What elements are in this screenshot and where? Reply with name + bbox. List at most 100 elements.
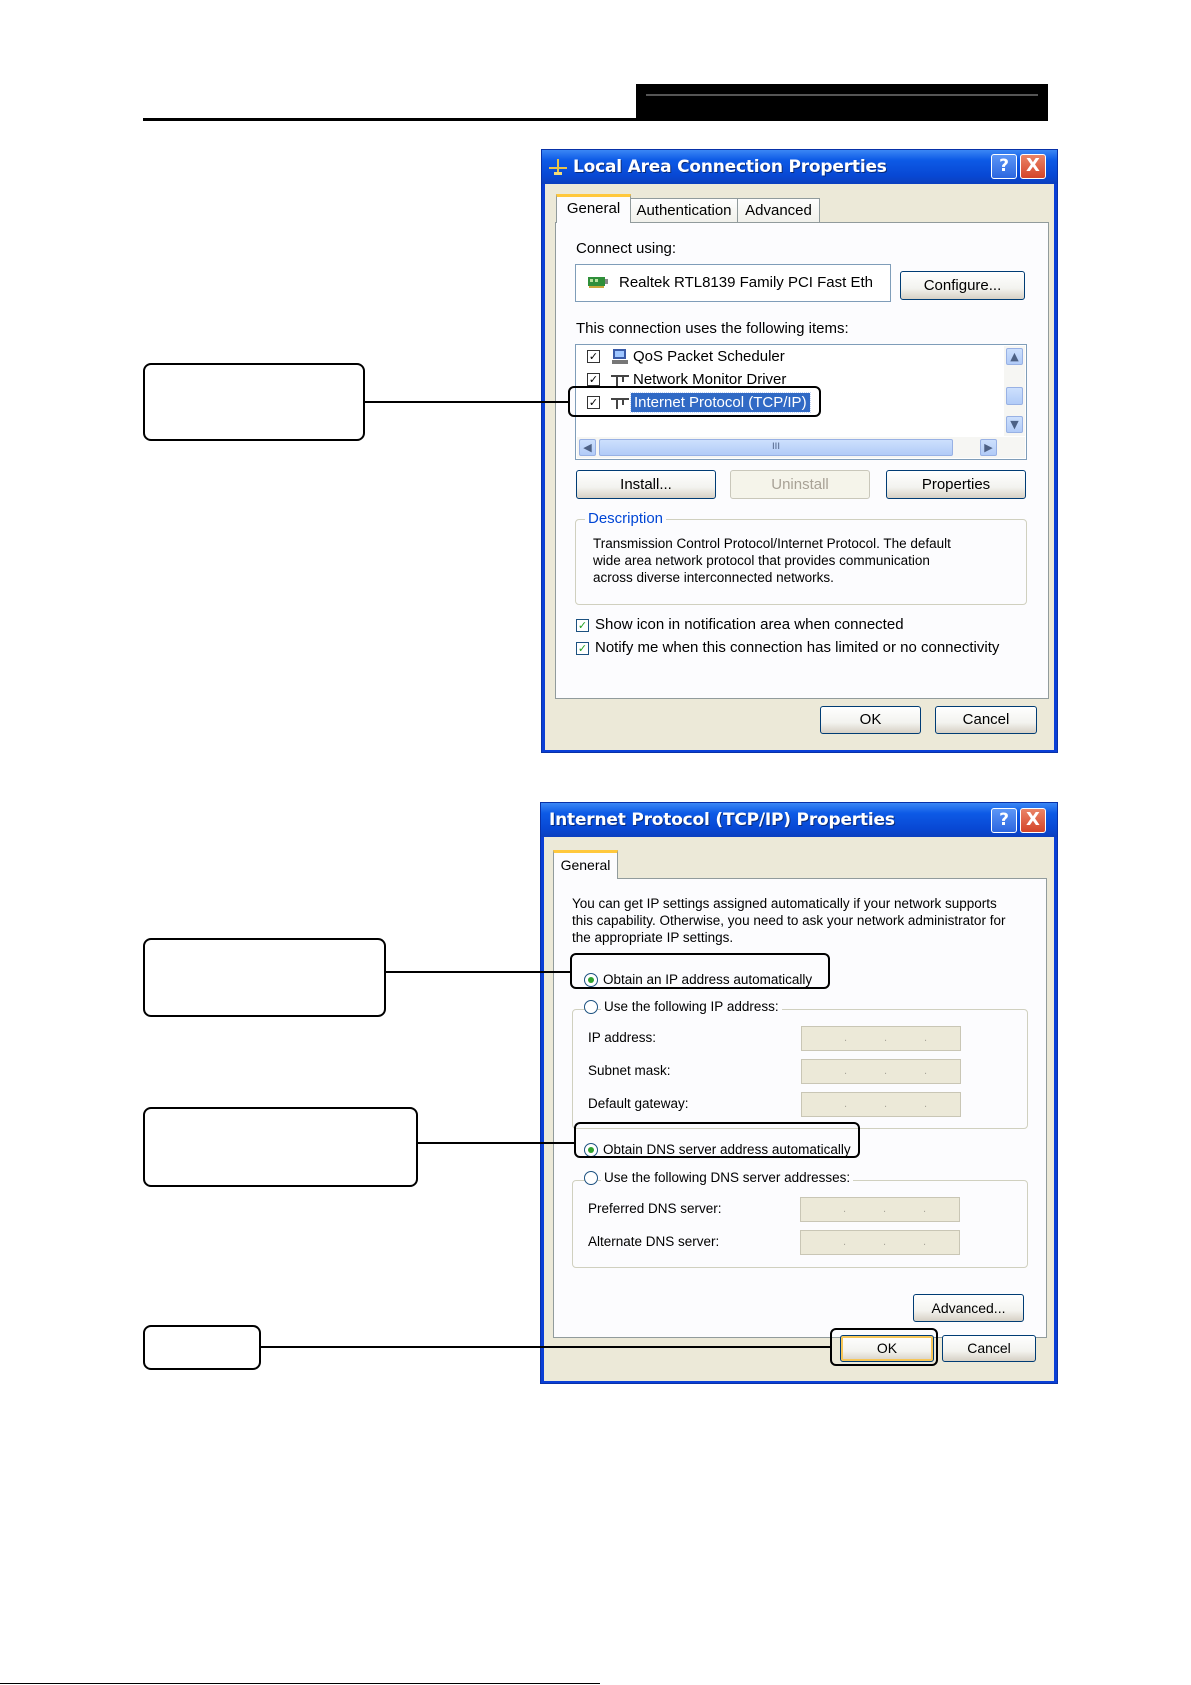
highlight-obtain-ip — [570, 953, 830, 989]
highlight-obtain-dns — [574, 1122, 860, 1158]
description-group — [575, 519, 1027, 605]
hscroll-thumb[interactable]: III — [599, 439, 953, 456]
list-item-netmon[interactable]: Network Monitor Driver — [633, 371, 787, 388]
show-icon-checkbox[interactable]: ✓ — [576, 619, 589, 632]
use-ip-radio[interactable] — [584, 1000, 598, 1014]
close-button[interactable]: X — [1020, 808, 1046, 833]
intro-line-1: You can get IP settings assigned automat… — [572, 896, 997, 911]
cancel-button-label: Cancel — [962, 711, 1010, 728]
ip-address-field: ... — [801, 1026, 961, 1051]
obtain-ip-label[interactable]: Obtain an IP address automatically — [603, 972, 813, 987]
subnet-mask-field: ... — [801, 1059, 961, 1084]
scroll-grip: III — [772, 442, 780, 452]
scroll-up-icon[interactable]: ▲ — [1006, 348, 1023, 365]
ok-button-label: OK — [859, 711, 882, 728]
callout-leader — [365, 401, 570, 403]
notify-checkbox[interactable]: ✓ — [576, 642, 589, 655]
list-item-qos[interactable]: QoS Packet Scheduler — [633, 348, 785, 365]
obtain-ip-radio[interactable] — [584, 973, 598, 987]
item-checkbox-qos[interactable]: ✓ — [587, 350, 600, 363]
list-item-tcpip[interactable]: Internet Protocol (TCP/IP) — [630, 392, 811, 413]
tab-authentication[interactable]: Authentication — [630, 198, 738, 223]
item-checkbox-netmon[interactable]: ✓ — [587, 373, 600, 386]
horizontal-scrollbar[interactable]: ◀ III ▶ — [577, 437, 1025, 458]
scroll-down-icon[interactable]: ▼ — [1006, 416, 1023, 433]
connect-using-label: Connect using: — [576, 240, 677, 257]
callout-box — [143, 938, 386, 1017]
close-button[interactable]: X — [1020, 154, 1046, 179]
ok-button-label: OK — [876, 1340, 898, 1356]
install-button[interactable]: Install... — [576, 470, 716, 499]
obtain-dns-label[interactable]: Obtain DNS server address automatically — [603, 1142, 851, 1157]
configure-button-label: Configure... — [923, 277, 1002, 294]
preferred-dns-field: ... — [800, 1197, 960, 1222]
notify-label[interactable]: Notify me when this connection has limit… — [595, 639, 1000, 656]
uninstall-button[interactable]: Uninstall — [730, 470, 870, 499]
ip-dot: . — [843, 1236, 847, 1248]
use-ip-label[interactable]: Use the following IP address: — [601, 999, 782, 1014]
highlight-tcpip — [568, 386, 821, 417]
tab-general[interactable]: General — [553, 850, 618, 879]
window-title: Local Area Connection Properties — [573, 157, 887, 177]
description-label: Description — [585, 510, 667, 527]
properties-button[interactable]: Properties — [886, 470, 1026, 499]
header-bar-accent — [646, 94, 1038, 96]
network-icon — [548, 158, 568, 176]
ip-address-group — [572, 1009, 1028, 1129]
tab-advanced[interactable]: Advanced — [737, 198, 820, 223]
adapter-name: Realtek RTL8139 Family PCI Fast Eth — [619, 274, 873, 291]
highlight-ok — [830, 1328, 938, 1366]
title-bar: Local Area Connection Properties ? X — [542, 150, 1057, 184]
tcpip-properties-window: Internet Protocol (TCP/IP) Properties ? … — [540, 802, 1058, 1384]
general-panel: Connect using: Realtek RTL8139 Family PC… — [555, 222, 1049, 699]
items-list[interactable]: ✓ QoS Packet Scheduler ✓ Network Monitor… — [575, 344, 1027, 460]
dialog-client: General Authentication Advanced Connect … — [545, 184, 1054, 750]
ip-dot: . — [844, 1032, 848, 1044]
scroll-right-icon[interactable]: ▶ — [980, 439, 997, 456]
use-dns-radio[interactable] — [584, 1171, 598, 1185]
alternate-dns-label: Alternate DNS server: — [588, 1234, 720, 1249]
help-button[interactable]: ? — [991, 808, 1017, 833]
show-icon-label[interactable]: Show icon in notification area when conn… — [595, 616, 904, 633]
description-line-2: wide area network protocol that provides… — [593, 553, 930, 568]
title-bar: Internet Protocol (TCP/IP) Properties ? … — [541, 803, 1057, 837]
subnet-mask-label: Subnet mask: — [588, 1063, 671, 1078]
vertical-scrollbar[interactable]: ▲ ▼ — [1004, 346, 1025, 436]
footer-rule — [0, 1683, 600, 1684]
ok-button[interactable]: OK — [840, 1335, 934, 1362]
item-checkbox-tcpip[interactable]: ✓ — [587, 396, 600, 409]
window-title: Internet Protocol (TCP/IP) Properties — [549, 810, 895, 830]
ip-dot: . — [924, 1065, 928, 1077]
preferred-dns-label: Preferred DNS server: — [588, 1201, 722, 1216]
intro-line-3: the appropriate IP settings. — [572, 930, 734, 945]
ip-dot: . — [924, 1098, 928, 1110]
configure-button[interactable]: Configure... — [900, 271, 1025, 300]
ip-dot: . — [883, 1236, 887, 1248]
computer-icon — [610, 348, 630, 366]
protocol-icon — [610, 395, 630, 411]
ok-button[interactable]: OK — [820, 706, 921, 734]
cancel-button[interactable]: Cancel — [935, 706, 1037, 734]
scroll-thumb[interactable] — [1006, 387, 1023, 405]
default-gateway-label: Default gateway: — [588, 1096, 689, 1111]
header-rule — [143, 118, 1048, 121]
ip-dot: . — [924, 1032, 928, 1044]
help-button[interactable]: ? — [991, 154, 1017, 179]
callout-box — [143, 363, 365, 441]
cancel-button[interactable]: Cancel — [942, 1335, 1036, 1362]
tab-general[interactable]: General — [556, 194, 631, 223]
ip-dot: . — [923, 1203, 927, 1215]
scroll-left-icon[interactable]: ◀ — [579, 439, 596, 456]
use-dns-label[interactable]: Use the following DNS server addresses: — [601, 1170, 854, 1185]
advanced-button[interactable]: Advanced... — [913, 1294, 1024, 1322]
callout-box — [143, 1107, 418, 1187]
dialog-client: General You can get IP settings assigned… — [544, 837, 1054, 1381]
callout-box — [143, 1325, 261, 1370]
ip-dot: . — [844, 1098, 848, 1110]
ip-address-label: IP address: — [588, 1030, 657, 1045]
ip-dot: . — [883, 1203, 887, 1215]
items-label: This connection uses the following items… — [576, 320, 849, 337]
local-area-connection-properties-window: Local Area Connection Properties ? X Gen… — [541, 149, 1058, 753]
description-line-3: across diverse interconnected networks. — [593, 570, 834, 585]
callout-leader — [386, 971, 572, 973]
